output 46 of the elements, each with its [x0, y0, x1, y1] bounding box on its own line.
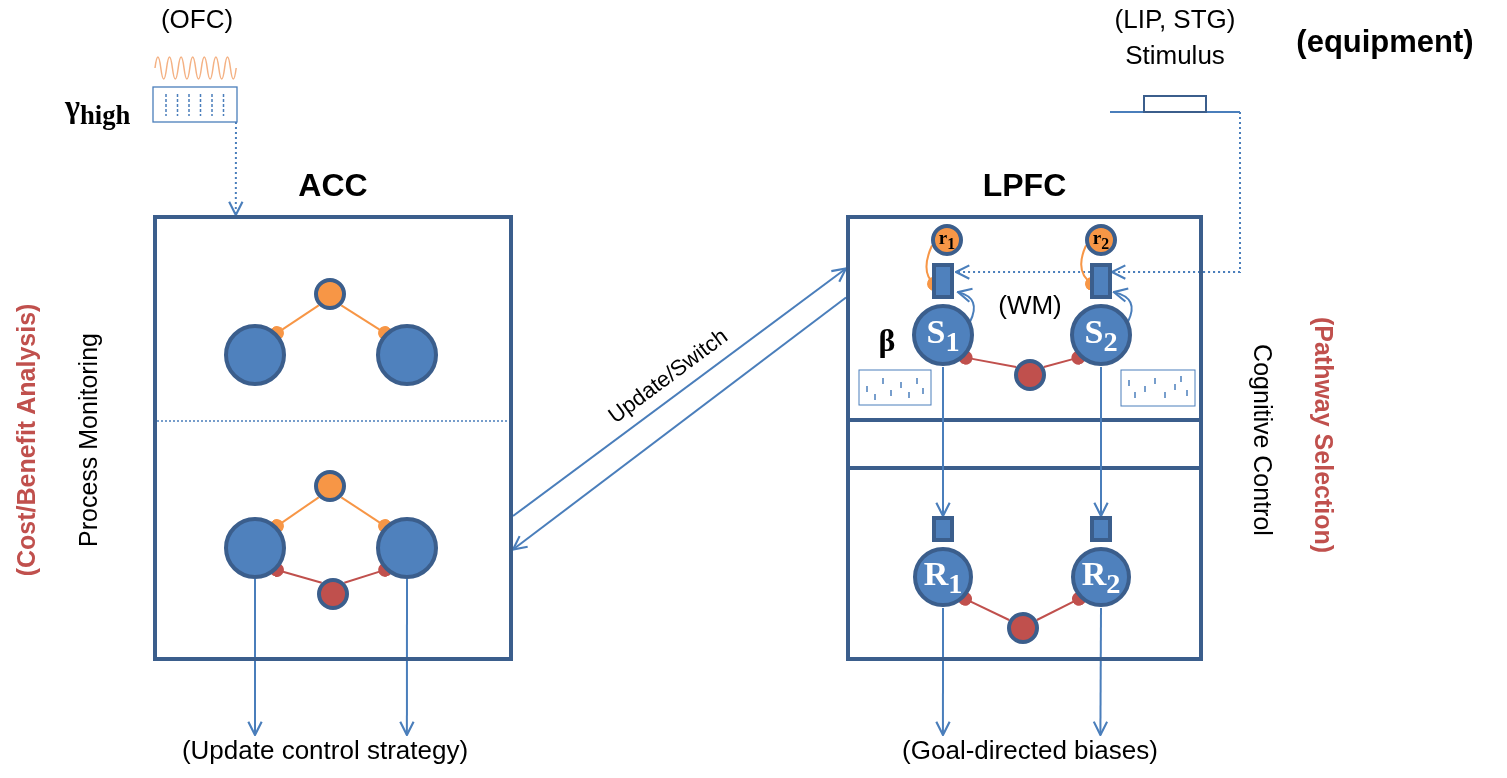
neuron-symbol: [317, 578, 349, 610]
region-label: (LIP, STG): [1114, 4, 1236, 35]
neuron-label: r$_{2}$: [1092, 227, 1110, 253]
arrow: [1093, 366, 1109, 518]
region-title: ACC: [298, 167, 368, 204]
connector-line: [958, 591, 1011, 621]
neuron-symbol: [931, 224, 963, 256]
arrow: [935, 366, 951, 518]
neuron-symbol: [314, 278, 346, 310]
connector-line: [958, 350, 1018, 368]
neuron-label: S$_{1}$: [926, 313, 960, 358]
annotation-label: (equipment): [1296, 24, 1474, 60]
arrow: [512, 267, 848, 518]
region-title: LPFC: [982, 167, 1067, 204]
side-label: Process Monitoring: [73, 333, 103, 547]
output-label: (Goal-directed biases): [870, 735, 1190, 775]
connector-line: [343, 562, 393, 584]
stimulus-label: Stimulus: [1125, 40, 1225, 71]
neuron-symbol: [1007, 612, 1039, 644]
side-label: Cognitive Control: [1247, 344, 1277, 536]
arrow: [399, 578, 415, 737]
neuron-symbol: [314, 470, 346, 502]
output-label: (Update control strategy): [150, 735, 500, 775]
arrow: [935, 607, 951, 737]
connector-line: [1035, 591, 1086, 621]
neuron-label: R$_{1}$: [923, 555, 963, 600]
neuron-label: S$_{2}$: [1084, 313, 1118, 358]
neuron-label: r$_{1}$: [938, 227, 956, 253]
arrow: [956, 288, 975, 323]
neuron-symbol: [1085, 224, 1117, 256]
connector-line: [269, 562, 323, 584]
region-label: (OFC): [160, 4, 234, 35]
arrow: [511, 296, 847, 551]
neuron-label: R$_{2}$: [1081, 555, 1121, 600]
arrow: [228, 121, 244, 217]
connector-line: [1042, 350, 1086, 368]
rhythm-label: β: [878, 321, 896, 359]
side-label: (Pathway Selection): [1308, 316, 1338, 554]
arrow: [1092, 607, 1109, 737]
neuron-symbol: [376, 517, 438, 579]
neuron-symbol: [1014, 359, 1046, 391]
neuron-symbol: [224, 517, 286, 579]
side-label: (Cost/Benefit Analysis): [11, 303, 41, 577]
arrow: [247, 578, 263, 737]
memory-label: (WM): [998, 289, 1062, 321]
rhythm-label: γ$_{high}$: [65, 88, 131, 132]
